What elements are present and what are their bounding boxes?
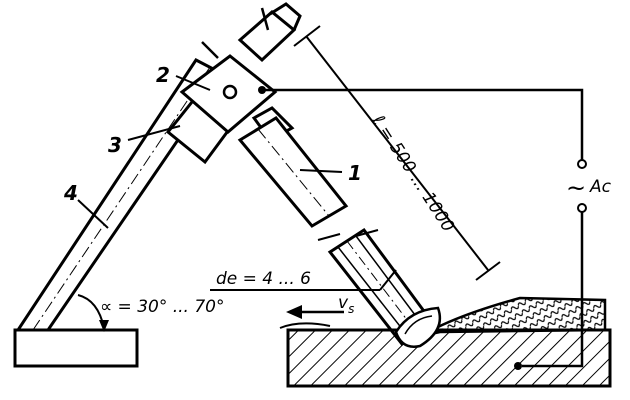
cable-terminal-work <box>514 362 522 370</box>
part-label-1: 1 <box>348 161 362 185</box>
ac-terminal-top <box>577 159 587 169</box>
length-dimension <box>293 25 501 281</box>
part-label-3: 3 <box>108 133 122 157</box>
speed-subscript: s <box>348 302 354 316</box>
support-foot <box>13 328 139 368</box>
leader-part-4 <box>77 199 109 229</box>
leader-part-1 <box>299 169 343 173</box>
speed-symbol: v <box>338 293 349 313</box>
length-label: ℓ = 500 ... 1000 <box>367 111 458 236</box>
diameter-label: de = 4 ... 6 <box>216 269 311 289</box>
ac-label: Ac <box>589 177 612 197</box>
leader-part-2 <box>175 75 211 91</box>
speed-label: vs <box>338 293 354 316</box>
angle-arrow-head <box>99 320 109 332</box>
electrode-holder <box>237 106 349 228</box>
part-label-4: 4 <box>63 181 78 205</box>
angle-label: ∝ = 30° ... 70° <box>100 297 224 317</box>
pivot-bolt <box>222 84 238 100</box>
travel-arrow <box>286 305 344 319</box>
workpiece <box>279 296 612 388</box>
circuit-wire-return <box>522 212 584 368</box>
part-label-2: 2 <box>156 63 170 87</box>
ac-terminal-bottom <box>577 203 587 213</box>
holder-rod <box>201 2 302 63</box>
diameter-tick <box>379 269 397 291</box>
ac-tilde: ~ <box>566 174 586 202</box>
circuit-wire <box>262 88 584 160</box>
leader-part-3 <box>127 125 181 141</box>
